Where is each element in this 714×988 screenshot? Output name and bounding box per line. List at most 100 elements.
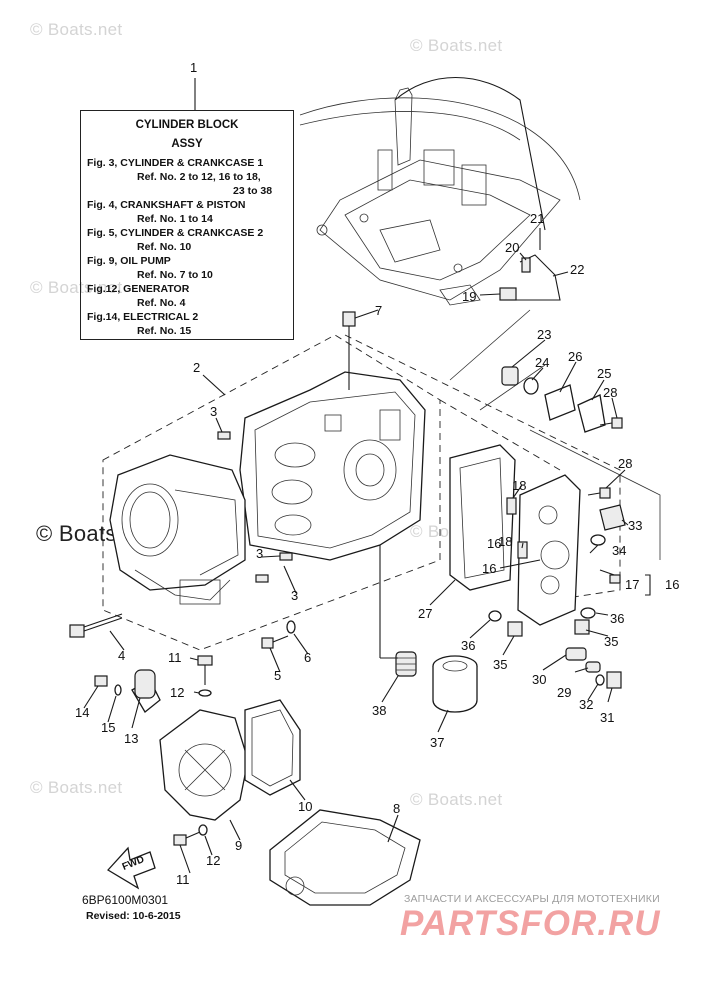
watermark: © Boats.net xyxy=(410,36,503,55)
bolt-17 xyxy=(609,574,621,584)
gasket-10 xyxy=(244,699,301,796)
ref-line: Ref. No. 7 to 10 xyxy=(137,269,213,281)
callout-10: 10 xyxy=(298,799,313,814)
callout-15: 15 xyxy=(101,720,116,735)
dashed-group-crankcase xyxy=(344,334,621,606)
callout-22: 22 xyxy=(570,262,585,277)
callout-leaders xyxy=(83,228,629,874)
callout-18: 18 xyxy=(498,534,513,549)
plug-35 xyxy=(574,619,590,635)
drawing-code: 6BP6100M0301 xyxy=(82,893,169,907)
reference-box: CYLINDER BLOCK ASSY Fig. 3, CYLINDER & C… xyxy=(80,110,294,340)
callout-6: 6 xyxy=(304,650,312,665)
oil-pump-cover xyxy=(131,679,249,821)
shop-tagline: ЗАПЧАСТИ И АКСЕССУАРЫ ДЛЯ МОТОТЕХНИКИ xyxy=(404,893,660,905)
callout-28: 28 xyxy=(603,385,618,400)
o-ring-32 xyxy=(595,674,605,686)
joint-20 xyxy=(521,257,531,273)
callout-4: 4 xyxy=(118,648,126,663)
plug-7 xyxy=(342,311,356,327)
engine-top-outline xyxy=(299,87,581,306)
washer-12-lower xyxy=(198,824,208,836)
gasket-27 xyxy=(449,444,516,591)
callout-3: 3 xyxy=(210,404,218,419)
hose xyxy=(394,77,546,231)
watermark: © Boats.net xyxy=(410,790,503,809)
washer-36 xyxy=(580,607,596,619)
callout-36: 36 xyxy=(461,638,476,653)
washer-15 xyxy=(114,684,122,696)
fitting-19 xyxy=(499,287,517,301)
gasket-8 xyxy=(269,809,421,906)
callout-9: 9 xyxy=(235,838,243,853)
callout-2: 2 xyxy=(193,360,201,375)
shop-logo[interactable]: PARTSFOR.RU xyxy=(400,904,661,943)
dowel-pin xyxy=(217,431,231,440)
callout-3: 3 xyxy=(291,588,299,603)
callout-12: 12 xyxy=(170,685,185,700)
ref-line: Fig. 3, CYLINDER & CRANKCASE 1 xyxy=(87,157,264,169)
callout-21: 21 xyxy=(530,211,545,226)
ref-line: 23 to 38 xyxy=(233,185,273,197)
cover-25 xyxy=(577,394,606,433)
callout-8: 8 xyxy=(393,801,401,816)
dowel-pin xyxy=(255,574,269,583)
bolt-14 xyxy=(94,675,108,687)
ref-title-sub: ASSY xyxy=(171,138,203,150)
dowel-pin xyxy=(279,552,293,561)
ref-line: Ref. No. 2 to 12, 16 to 18, xyxy=(137,171,261,183)
part-29 xyxy=(585,661,601,673)
ref-line: Ref. No. 1 to 14 xyxy=(137,213,213,225)
callout-29: 29 xyxy=(557,685,572,700)
plug-35-left xyxy=(507,621,523,637)
callout-36: 36 xyxy=(610,611,625,626)
fwd-arrow xyxy=(106,846,156,890)
callout-11: 11 xyxy=(176,872,190,887)
callout-25: 25 xyxy=(597,366,612,381)
callout-14: 14 xyxy=(75,705,90,720)
bolt-28 xyxy=(611,417,623,429)
callout-3: 3 xyxy=(256,546,264,561)
callout-28: 28 xyxy=(618,456,633,471)
callout-11: 11 xyxy=(168,650,182,665)
gasket-24 xyxy=(523,377,539,395)
callout-37: 37 xyxy=(430,735,445,750)
crankcase-cover xyxy=(517,474,581,626)
pin-18 xyxy=(506,497,517,515)
gasket-26 xyxy=(544,384,576,421)
washer-36-left xyxy=(488,610,502,622)
bolt-28-lower xyxy=(599,487,611,499)
plug-31 xyxy=(606,671,622,689)
ref-line: Ref. No. 10 xyxy=(137,241,192,253)
callout-18: 18 xyxy=(512,478,527,493)
callout-16: 16 xyxy=(482,561,497,576)
fitting-30 xyxy=(565,647,587,661)
revision-date: Revised: 10-6-2015 xyxy=(86,910,181,922)
callout-7: 7 xyxy=(375,303,383,318)
callout-19: 19 xyxy=(462,289,477,304)
plug-33 xyxy=(599,504,626,531)
bolt-11 xyxy=(197,655,213,685)
ref-title: CYLINDER BLOCK xyxy=(135,119,239,131)
fitting-38 xyxy=(395,651,417,677)
ref-line: Ref. No. 15 xyxy=(137,325,192,337)
callout-24: 24 xyxy=(535,355,550,370)
ref-line: Fig. 4, CRANKSHAFT & PISTON xyxy=(87,199,246,211)
callout-38: 38 xyxy=(372,703,387,718)
callout-17: 17 xyxy=(625,577,640,592)
watermark: © Boats.net xyxy=(30,20,123,39)
callout-35: 35 xyxy=(493,657,508,672)
callout-26: 26 xyxy=(568,349,583,364)
cylinder-sleeve xyxy=(109,454,246,605)
bolt-5 xyxy=(261,637,274,649)
watermark: © Boats.net xyxy=(30,778,123,797)
callout-12: 12 xyxy=(206,853,221,868)
callout-20: 20 xyxy=(505,240,520,255)
washer-34 xyxy=(590,534,606,546)
ref-line: Ref. No. 4 xyxy=(137,297,186,309)
pin-18-lower xyxy=(517,541,528,559)
bracket-13 xyxy=(134,669,156,699)
callout-13: 13 xyxy=(124,731,139,746)
oil-filter xyxy=(432,655,478,713)
